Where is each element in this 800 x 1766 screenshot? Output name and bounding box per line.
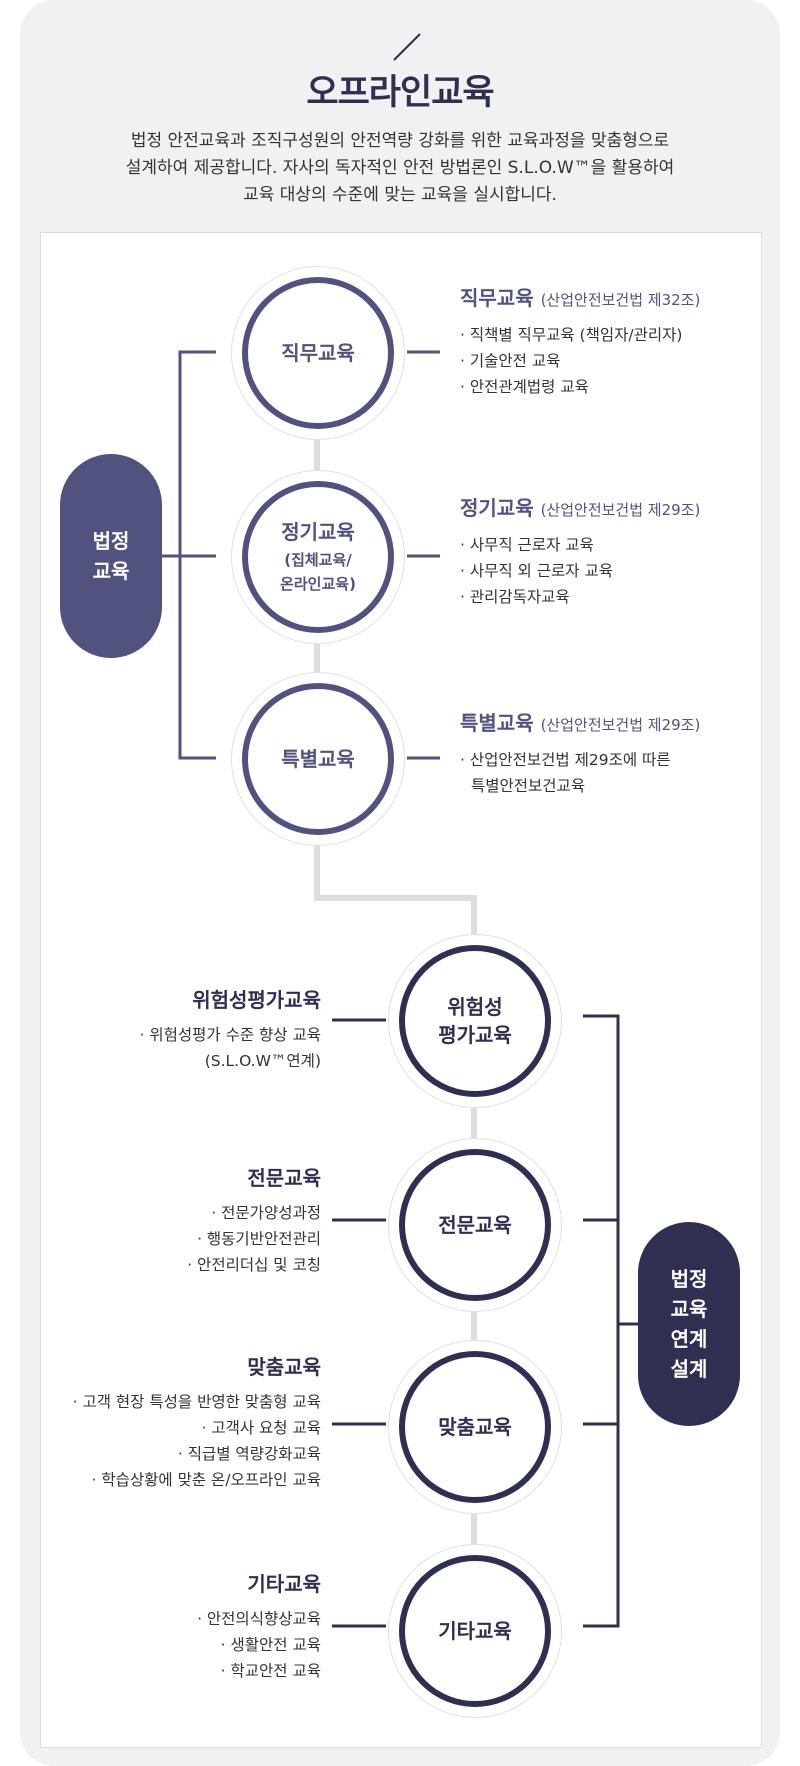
circle-risk-assessment: 위험성 평가교육 [388,934,562,1108]
heading-text: 직무교육 [460,286,534,310]
title-slash-decoration [393,33,421,61]
linked-ticks [332,1018,386,1628]
list-item: · 전문가양성과정 [211,1204,321,1222]
info-job-training: 직무교육 (산업안전보건법 제32조) · 직책별 직무교육 (책임자/관리자)… [460,284,700,400]
circle-custom: 맞춤교육 [388,1340,562,1514]
info-list: · 산업안전보건법 제29조에 따른 특별안전보건교육 [460,747,700,799]
circle-professional: 전문교육 [388,1138,562,1312]
circle-ring: 직무교육 [242,277,394,429]
circle-ring: 정기교육 (집체교육/ 온라인교육) [242,481,394,633]
info-special-training: 특별교육 (산업안전보건법 제29조) · 산업안전보건법 제29조에 따른 특… [460,709,700,799]
list-item: · 사무직 근로자 교육 [460,536,594,554]
info-list: · 직책별 직무교육 (책임자/관리자) · 기술안전 교육 · 안전관계법령 … [460,322,700,400]
info-professional: 전문교육 · 전문가양성과정 · 행동기반안전관리 · 안전리더십 및 코칭 [187,1164,321,1278]
circle-ring: 맞춤교육 [399,1351,551,1503]
list-item: · 위험성평가 수준 향상 교육 [139,1026,322,1044]
heading-text: 정기교육 [460,496,534,520]
info-custom: 맞춤교육 · 고객 현장 특성을 반영한 맞춤형 교육 · 고객사 요청 교육 … [73,1353,321,1493]
info-list: · 사무직 근로자 교육 · 사무직 외 근로자 교육 · 관리감독자교육 [460,532,700,610]
circle-regular-training: 정기교육 (집체교육/ 온라인교육) [231,470,405,644]
circle-special-training: 특별교육 [231,672,405,846]
legal-education-pill: 법정 교육 [60,454,162,658]
info-heading: 직무교육 (산업안전보건법 제32조) [460,284,700,314]
list-item: · 기술안전 교육 [460,352,561,370]
intro-line-2: 설계하여 제공합니다. 자사의 독자적인 안전 방법론인 S.L.O.W™을 활… [125,158,675,178]
list-item: · 안전의식향상교육 [197,1610,321,1628]
linked-design-pill: 법정 교육 연계 설계 [638,1222,740,1426]
list-item: · 사무직 외 근로자 교육 [460,562,613,580]
info-other: 기타교육 · 안전의식향상교육 · 생활안전 교육 · 학교안전 교육 [197,1570,321,1684]
info-list: · 위험성평가 수준 향상 교육 (S.L.O.W™연계) [140,1022,322,1074]
info-regular-training: 정기교육 (산업안전보건법 제29조) · 사무직 근로자 교육 · 사무직 외… [460,494,700,610]
circle-label: 전문교육 [438,1213,512,1237]
legal-ticks [407,350,440,760]
circle-label: 위험성 평가교육 [438,995,512,1047]
list-item: 특별안전보건교육 [471,777,586,795]
circle-job-training: 직무교육 [231,266,405,440]
section-connector [314,844,477,934]
list-item: · 산업안전보건법 제29조에 따른 [460,751,671,769]
list-item: · 학습상황에 맞춘 온/오프라인 교육 [91,1471,322,1489]
linked-bracket [583,1014,638,1628]
intro-line-3: 교육 대상의 수준에 맞는 교육을 실시합니다. [243,185,557,205]
circle-label: 정기교육 [281,520,355,544]
info-heading: 정기교육 (산업안전보건법 제29조) [460,494,700,524]
law-reference: (산업안전보건법 제32조) [540,291,701,309]
law-reference: (산업안전보건법 제29조) [540,501,701,519]
heading-text: 특별교육 [460,711,534,735]
list-item: · 안전리더십 및 코칭 [187,1256,321,1274]
circle-ring: 위험성 평가교육 [399,945,551,1097]
circle-label: 기타교육 [438,1619,512,1643]
list-item: · 안전관계법령 교육 [460,378,589,396]
circle-label: 특별교육 [281,747,355,771]
list-item: · 고객 현장 특성을 반영한 맞춤형 교육 [72,1393,321,1411]
circle-label: 직무교육 [281,341,355,365]
intro-text: 법정 안전교육과 조직구성원의 안전역량 강화를 위한 교육과정을 맞춤형으로 … [60,128,740,209]
circle-other: 기타교육 [388,1544,562,1718]
law-reference: (산업안전보건법 제29조) [540,716,701,734]
info-heading: 위험성평가교육 [192,988,321,1012]
info-heading: 전문교육 [247,1166,321,1190]
info-risk-assessment: 위험성평가교육 · 위험성평가 수준 향상 교육 (S.L.O.W™연계) [140,986,322,1074]
info-list: · 고객 현장 특성을 반영한 맞춤형 교육 · 고객사 요청 교육 · 직급별… [73,1389,321,1493]
list-item: · 관리감독자교육 [460,588,570,606]
circle-label: 맞춤교육 [438,1415,512,1439]
list-item: · 직책별 직무교육 (책임자/관리자) [460,326,683,344]
list-item: · 학교안전 교육 [220,1662,321,1680]
list-item: · 행동기반안전관리 [197,1230,321,1248]
info-heading: 특별교육 (산업안전보건법 제29조) [460,709,700,739]
circle-sublabel: (집체교육/ 온라인교육) [280,551,356,593]
info-list: · 전문가양성과정 · 행동기반안전관리 · 안전리더십 및 코칭 [187,1200,321,1278]
list-item: (S.L.O.W™연계) [204,1052,321,1070]
info-heading: 맞춤교육 [247,1355,321,1379]
legal-bracket [162,350,216,760]
info-heading: 기타교육 [247,1572,321,1596]
intro-line-1: 법정 안전교육과 조직구성원의 안전역량 강화를 위한 교육과정을 맞춤형으로 [130,131,670,151]
info-list: · 안전의식향상교육 · 생활안전 교육 · 학교안전 교육 [197,1606,321,1684]
circle-ring: 특별교육 [242,683,394,835]
circle-ring: 전문교육 [399,1149,551,1301]
list-item: · 직급별 역량강화교육 [177,1445,321,1463]
list-item: · 고객사 요청 교육 [201,1419,321,1437]
circle-ring: 기타교육 [399,1555,551,1707]
page-title: 오프라인교육 [306,73,494,113]
list-item: · 생활안전 교육 [220,1636,321,1654]
